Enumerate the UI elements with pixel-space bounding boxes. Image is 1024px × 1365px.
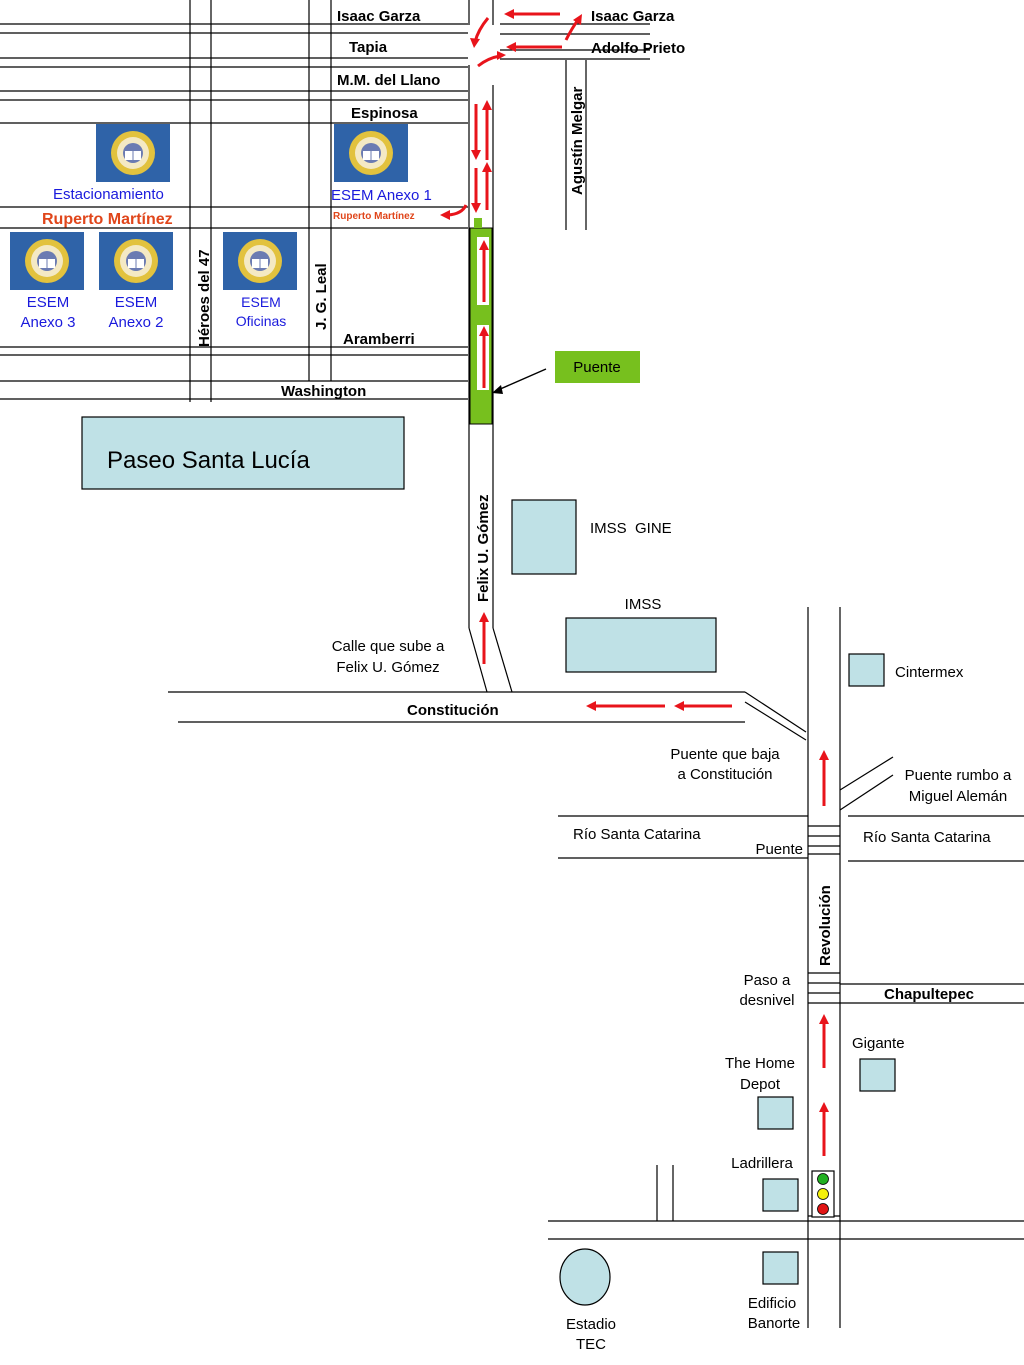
label-puente-box: Puente (573, 359, 621, 376)
imss-gine-building (511, 499, 577, 575)
esem-logo-icon (222, 231, 298, 291)
label-edificio-banorte-l1: Edificio (748, 1295, 796, 1312)
street-felix-u-gomez: Felix U. Gómez (475, 494, 492, 602)
label-calle-sube-l1: Calle que sube a (332, 638, 445, 655)
traffic-light-icon (811, 1170, 835, 1218)
gigante-building (859, 1058, 896, 1092)
street-revolucion: Revolución (817, 885, 834, 966)
street-agustin-melgar: Agustín Melgar (569, 86, 586, 195)
label-estadio-tec-l2: TEC (576, 1336, 606, 1353)
label-puente-rumbo-l2: Miguel Alemán (909, 788, 1007, 805)
street-tapia: Tapia (349, 39, 388, 56)
street-jg-leal: J. G. Leal (313, 263, 330, 330)
label-home-depot-l1: The Home (725, 1055, 795, 1072)
cintermex-building (848, 653, 885, 687)
estadio-tec-shape (559, 1248, 611, 1306)
road-network (0, 0, 1024, 1328)
street-espinosa: Espinosa (351, 105, 418, 122)
label-puente-baja-l1: Puente que baja (670, 746, 780, 763)
label-puente-rumbo-l1: Puente rumbo a (905, 767, 1012, 784)
street-constitucion: Constitución (407, 702, 499, 719)
street-aramberri: Aramberri (343, 331, 415, 348)
label-cintermex: Cintermex (895, 664, 964, 681)
esem-logo-icon (95, 123, 171, 183)
puente-pointer (497, 368, 547, 391)
river-santa-catarina-left: Río Santa Catarina (573, 826, 701, 843)
label-esem-anexo-3-l1: ESEM (27, 294, 70, 311)
street-washington: Washington (281, 383, 366, 400)
label-calle-sube-l2: Felix U. Gómez (336, 659, 439, 676)
label-ladrillera: Ladrillera (731, 1155, 793, 1172)
label-paso-desnivel-l1: Paso a (744, 972, 791, 989)
direction-arrow-icon (440, 9, 829, 1156)
puente-box (555, 351, 640, 383)
esem-logo-icon (9, 231, 85, 291)
ladrillera-building (762, 1178, 799, 1212)
label-imss-gine: IMSS GINE (590, 520, 672, 537)
label-paseo-santa-lucia: Paseo Santa Lucía (107, 447, 310, 474)
street-heroes-del-47: Héroes del 47 (196, 249, 213, 347)
street-mm-del-llano: M.M. del Llano (337, 72, 440, 89)
esem-logo-icon (98, 231, 174, 291)
label-estadio-tec-l1: Estadio (566, 1316, 616, 1333)
label-esem-anexo-3-l2: Anexo 3 (20, 314, 75, 331)
label-home-depot-l2: Depot (740, 1076, 781, 1093)
esem-logo-icon (333, 123, 409, 183)
puente-pointer-head (492, 385, 503, 394)
street-isaac-garza-left: Isaac Garza (337, 8, 421, 25)
label-puente: Puente (755, 841, 803, 858)
label-esem-oficinas-l2: Oficinas (236, 313, 287, 329)
street-ruperto-martinez: Ruperto Martínez (42, 211, 173, 228)
label-esem-anexo-1: ESEM Anexo 1 (331, 187, 432, 204)
banorte-building (762, 1251, 799, 1285)
street-isaac-garza-right: Isaac Garza (591, 8, 675, 25)
street-adolfo-prieto: Adolfo Prieto (591, 40, 685, 57)
label-esem-anexo-2-l1: ESEM (115, 294, 158, 311)
river-santa-catarina-right: Río Santa Catarina (863, 829, 991, 846)
label-paso-desnivel-l2: desnivel (739, 992, 794, 1009)
imss-building (565, 617, 717, 673)
label-gigante: Gigante (852, 1035, 905, 1052)
street-chapultepec: Chapultepec (884, 986, 974, 1003)
label-esem-anexo-2-l2: Anexo 2 (108, 314, 163, 331)
home-depot-building (757, 1096, 794, 1130)
label-estacionamiento: Estacionamiento (53, 186, 164, 203)
label-puente-baja-l2: a Constitución (677, 766, 772, 783)
paseo-santa-lucia-block (81, 416, 405, 490)
street-ruperto-martinez-small: Ruperto Martínez (333, 211, 415, 222)
label-esem-oficinas-l1: ESEM (241, 294, 281, 310)
label-imss: IMSS (625, 596, 662, 613)
label-edificio-banorte-l2: Banorte (748, 1315, 801, 1332)
